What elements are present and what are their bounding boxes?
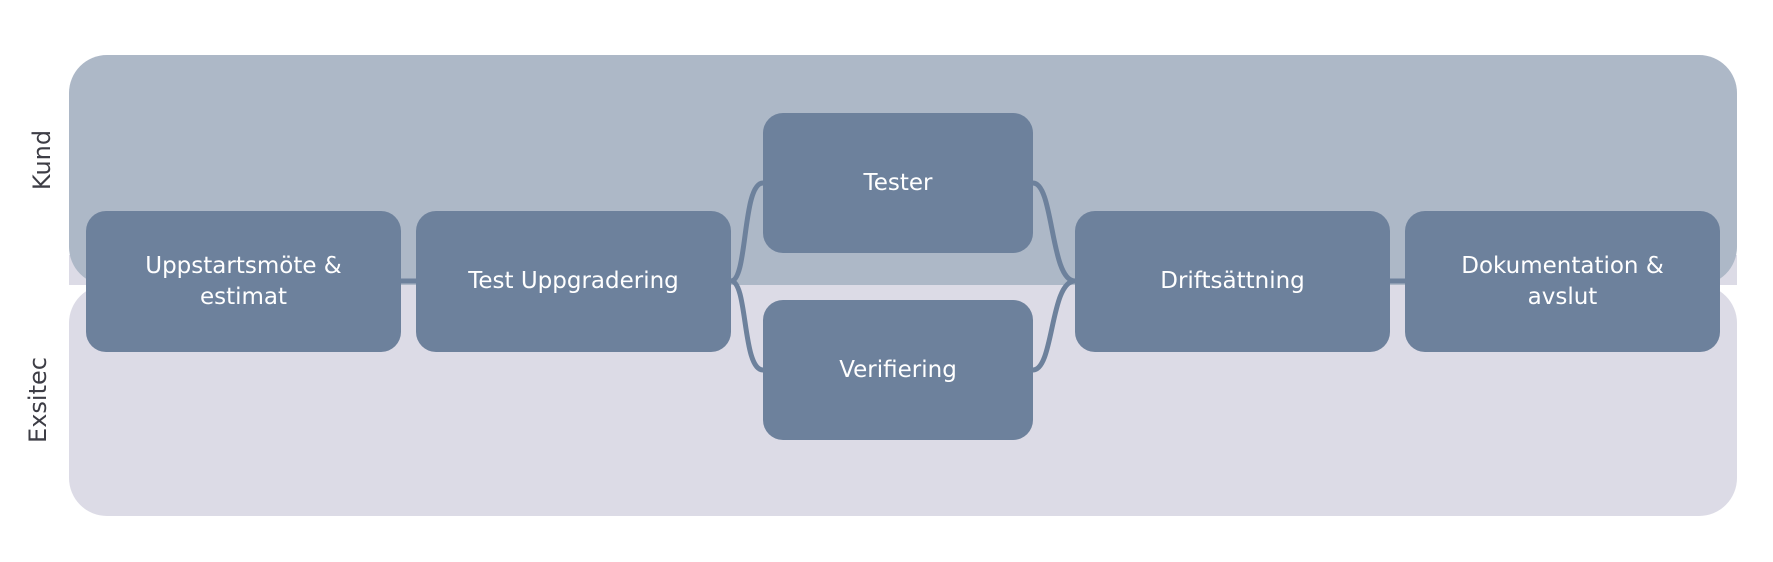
node-verifiering: Verifiering — [763, 300, 1033, 440]
connector-n2-n3 — [729, 180, 764, 284]
node-driftsattning: Driftsättning — [1075, 211, 1390, 352]
node-label: Verifiering — [839, 356, 957, 383]
node-tester: Tester — [763, 113, 1033, 253]
node-label: Test Uppgradering — [468, 268, 679, 294]
node-label: Uppstartsmöte & estimat — [145, 252, 342, 310]
node-uppstartsmote: Uppstartsmöte & estimat — [86, 211, 401, 352]
node-dokumentation: Dokumentation & avslut — [1405, 211, 1720, 352]
node-label: Driftsättning — [1160, 268, 1305, 294]
connector-n4-n5 — [1032, 278, 1076, 373]
node-test-uppgradering: Test Uppgradering — [416, 211, 731, 352]
connector-n3-n5 — [1032, 180, 1076, 284]
node-label: Dokumentation & avslut — [1461, 252, 1664, 310]
node-label: Tester — [863, 169, 933, 196]
connector-n2-n4 — [729, 278, 764, 373]
